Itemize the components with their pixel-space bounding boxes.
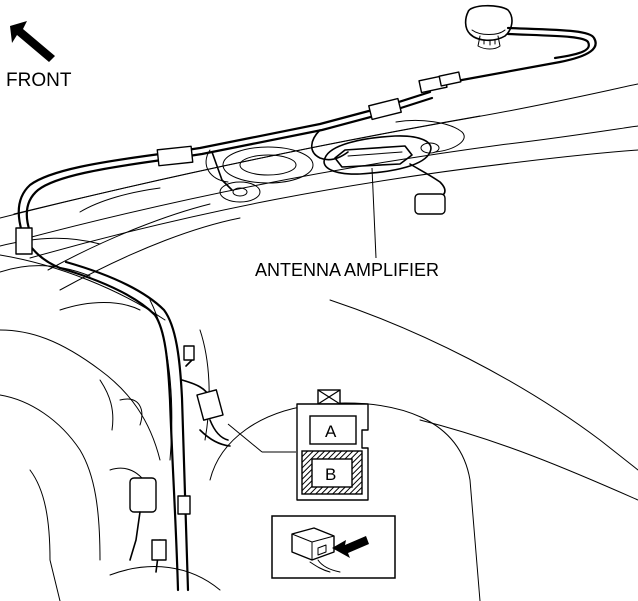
connector-leader-line — [227, 423, 263, 453]
antenna-amplifier-label: ANTENNA AMPLIFIER — [255, 260, 439, 280]
terminal-a-box — [309, 415, 357, 445]
connector-detail: A B — [296, 389, 369, 501]
body-line-2 — [419, 419, 638, 501]
arrow-icon — [332, 536, 369, 558]
roof-openings — [205, 146, 314, 203]
body-line — [329, 299, 638, 471]
antenna-cable — [418, 26, 597, 94]
connector-inset — [271, 515, 396, 579]
c-pillar-trim — [0, 254, 210, 601]
front-label: FRONT — [6, 70, 72, 91]
pillar-harness — [58, 260, 231, 592]
front-indicator: FRONT — [6, 21, 72, 91]
antenna-base — [464, 4, 513, 50]
connector-icon — [291, 527, 341, 573]
roof-panel — [0, 83, 638, 291]
terminal-a-label: A — [325, 422, 337, 441]
callout-leader-line — [371, 167, 377, 259]
antenna-amplifier — [323, 119, 465, 175]
arrow-up-left-icon — [10, 21, 55, 62]
roof-harness — [15, 90, 446, 270]
terminal-b-label: B — [325, 465, 336, 484]
